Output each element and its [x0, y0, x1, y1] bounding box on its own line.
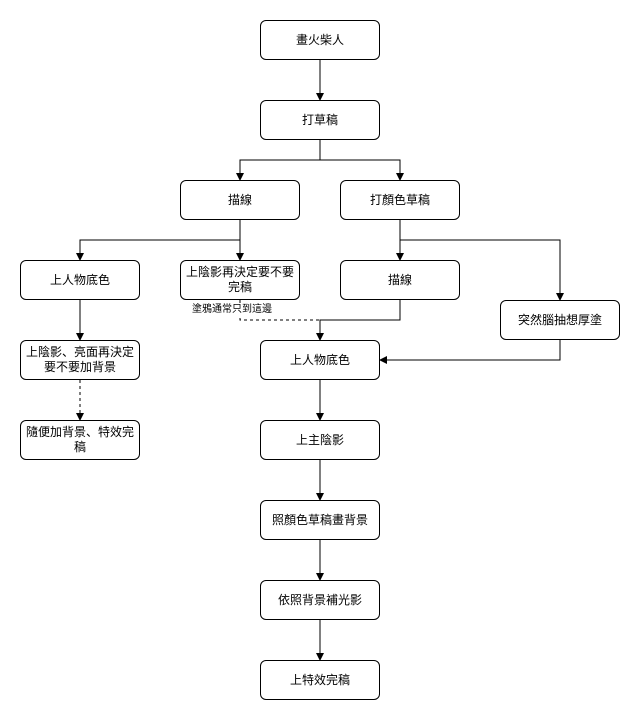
node-casual-bg-effects: 隨便加背景、特效完稿: [20, 420, 140, 460]
node-lineart-right: 描線: [340, 260, 460, 300]
node-bg-by-color-sketch: 照顏色草稿畫背景: [260, 500, 380, 540]
edge-sketch-to-color-sketch: [320, 159, 404, 181]
node-base-color-left: 上人物底色: [20, 260, 140, 300]
edge-label-doodle-note: 塗鴉通常只到這邊: [192, 304, 272, 316]
node-rough-sketch: 打草稿: [260, 100, 380, 140]
edge-sketch-to-lineart: [236, 140, 321, 181]
node-thick-paint: 突然腦抽想厚塗: [500, 300, 620, 340]
node-main-shading: 上主陰影: [260, 420, 380, 460]
node-light-from-bg: 依照背景補光影: [260, 580, 380, 620]
node-shade-highlight-bg: 上陰影、亮面再決定要不要加背景: [20, 340, 140, 380]
edge-lineart-to-base-color: [76, 220, 241, 261]
node-color-sketch: 打顏色草稿: [340, 180, 460, 220]
edge-lineart-right-to-base-main: [316, 300, 401, 341]
node-shade-then-decide: 上陰影再決定要不要完稿: [180, 260, 300, 300]
node-effects-finish: 上特效完稿: [260, 660, 380, 700]
node-draw-stickman: 畫火柴人: [260, 20, 380, 60]
edge-thick-paint-to-base-main: [379, 340, 561, 364]
node-lineart-left: 描線: [180, 180, 300, 220]
edge-color-sketch-to-thick-paint: [400, 239, 564, 301]
node-base-color-main: 上人物底色: [260, 340, 380, 380]
